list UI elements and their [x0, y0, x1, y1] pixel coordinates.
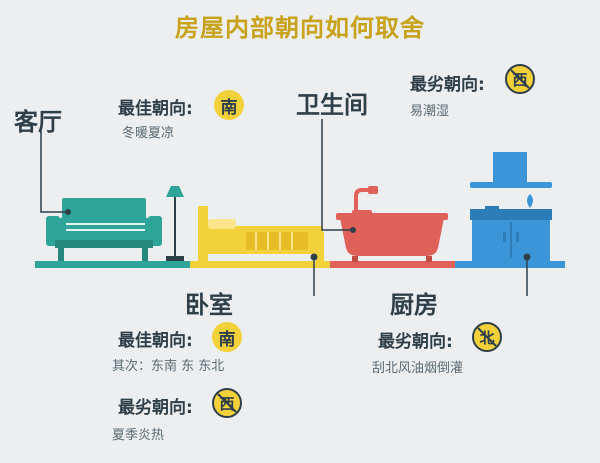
prohibited-icon: [510, 69, 530, 89]
bedroom-best-label: 最佳朝向:: [118, 331, 193, 351]
bedroom-floor-bar: [190, 261, 330, 268]
living-floor-bar: [35, 261, 190, 268]
kitchen-cabinet-icon: [470, 152, 552, 261]
bath-worst-dir: 西: [505, 64, 535, 94]
living-best-badge: 南: [214, 90, 244, 120]
bedroom-best-badge: 南: [212, 322, 242, 352]
leader-dots: [65, 209, 531, 261]
living-room-title: 客厅: [14, 108, 62, 136]
bedroom-secondary: 其次：东南 东 东北: [112, 359, 225, 374]
bathroom-title: 卫生间: [296, 91, 368, 119]
page-title: 房屋内部朝向如何取舍: [175, 14, 425, 42]
prohibited-icon: [217, 393, 237, 413]
bathtub-icon: [336, 186, 448, 262]
bath-worst-badge: 西: [505, 64, 535, 94]
bedroom-worst-badge: 西: [212, 388, 242, 418]
bath-worst-label: 最劣朝向:: [410, 75, 485, 95]
bath-note: 易潮湿: [410, 104, 450, 119]
kitchen-worst-dir: 北: [472, 322, 502, 352]
sofa-icon: [46, 198, 162, 261]
kitchen-worst-label: 最劣朝向:: [378, 332, 453, 352]
prohibited-icon: [477, 327, 497, 347]
bath-floor-bar: [330, 261, 455, 268]
kitchen-note: 刮北风油烟倒灌: [372, 361, 464, 376]
bedroom-worst-label: 最劣朝向:: [118, 398, 193, 418]
floor-lamp-icon: [166, 186, 184, 261]
bedroom-title: 卧室: [185, 291, 233, 319]
living-note: 冬暖夏凉: [122, 126, 175, 141]
leader-lines: [40, 119, 528, 296]
kitchen-floor-bar: [455, 261, 565, 268]
bed-icon: [198, 206, 324, 261]
kitchen-worst-badge: 北: [472, 322, 502, 352]
bedroom-worst-note: 夏季炎热: [112, 428, 165, 443]
kitchen-title: 厨房: [390, 291, 438, 319]
living-best-label: 最佳朝向:: [118, 99, 193, 119]
